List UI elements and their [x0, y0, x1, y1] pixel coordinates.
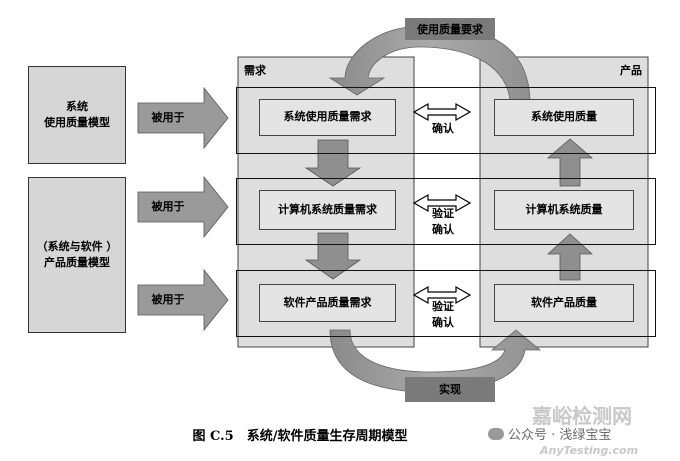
link-label-3: 验证 确认: [432, 300, 454, 329]
system-quality-in-use-requirements: 系统使用质量需求: [259, 99, 396, 136]
up-arrow-1: [546, 138, 594, 187]
system-quality-in-use: 系统使用质量: [494, 99, 634, 136]
bottom-arc-arrow: [329, 329, 542, 393]
requirements-column-title: 需求: [244, 64, 266, 77]
used-for-label-1: 被用于: [151, 111, 185, 124]
bottom-arc-label: 实现: [439, 383, 461, 396]
computer-system-quality-requirements: 计算机系统质量需求: [259, 190, 396, 230]
top-label-bg: [405, 18, 495, 40]
wechat-icon: [488, 428, 504, 440]
down-arrow-1: [304, 139, 362, 187]
computer-system-quality: 计算机系统质量: [494, 190, 634, 230]
used-for-arrow-1: [137, 86, 229, 150]
product-column-title: 产品: [620, 64, 642, 77]
used-for-label-3: 被用于: [151, 293, 185, 306]
link-label-1: 确认: [432, 122, 454, 135]
link-label-2: 验证 确认: [432, 207, 454, 236]
row-frame-1: [236, 87, 656, 154]
used-for-arrow-2: [137, 175, 229, 239]
bottom-label-bg: [405, 377, 495, 402]
software-product-quality-requirements: 软件产品质量需求: [259, 284, 396, 322]
wechat-watermark-text: 公众号 · 浅绿宝宝: [508, 428, 612, 443]
top-arc-label: 使用质量要求: [417, 23, 483, 36]
used-for-arrow-3: [137, 268, 229, 332]
system-quality-in-use-model: 系统 使用质量模型: [28, 66, 126, 164]
url-watermark: AnyTesting.com: [540, 444, 639, 457]
used-for-label-2: 被用于: [151, 200, 185, 213]
product-quality-model: （系统与软件 ） 产品质量模型: [28, 177, 126, 333]
brand-watermark: 嘉峪检测网: [532, 404, 632, 428]
confirm-arrow-1: [412, 102, 472, 122]
wechat-watermark: 公众号 · 浅绿宝宝: [488, 424, 611, 443]
confirm-arrow-2: [412, 193, 472, 213]
software-product-quality: 软件产品质量: [494, 284, 634, 322]
figure-caption: 图 C.5 系统/软件质量生存周期模型: [192, 429, 408, 444]
row-frame-3: [236, 270, 656, 337]
confirm-arrow-3: [412, 285, 472, 305]
row-frame-2: [236, 178, 656, 245]
